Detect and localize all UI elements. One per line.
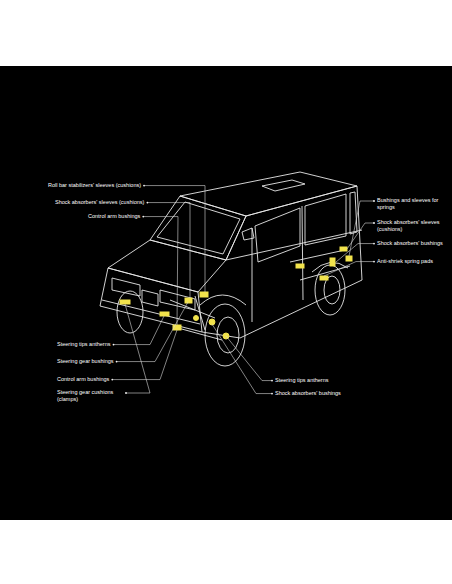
part-label: Steering gear bushings — [57, 358, 114, 365]
leader-line — [347, 223, 374, 249]
leader-line — [336, 244, 374, 262]
part-label: Control arm bushings — [57, 376, 109, 383]
part-label: Shock absorbers' bushings — [377, 240, 443, 247]
leader-line — [147, 203, 190, 298]
part-label: Shock absorbers' bushings — [275, 390, 341, 397]
part-label: Steering gear cushions (clamps) — [57, 389, 123, 403]
part-label: Shock absorbers' sleeves (cushions) — [377, 219, 447, 233]
leader-line — [324, 262, 374, 276]
leader-line — [112, 330, 177, 380]
leader-line — [117, 302, 188, 362]
part-label: Anti-shriek spring pads — [377, 258, 433, 265]
leader-line — [143, 217, 178, 325]
part-label: Steering tips antherns — [275, 377, 329, 384]
part-label: Control arm bushings — [88, 213, 140, 220]
leader-line — [212, 324, 272, 394]
part-label: Steering tips antherns — [57, 341, 111, 348]
leader-line — [125, 304, 150, 393]
black-panel — [0, 66, 452, 520]
leader-line — [114, 316, 164, 345]
part-label: Shock absorbers' sleeves (cushions) — [55, 199, 144, 206]
leader-line — [144, 186, 205, 292]
part-label: Bushings and sleeves for springs — [377, 197, 447, 211]
part-label: Roll bar stabilizers' sleeves (cushions) — [48, 182, 141, 189]
leader-line — [226, 336, 272, 381]
